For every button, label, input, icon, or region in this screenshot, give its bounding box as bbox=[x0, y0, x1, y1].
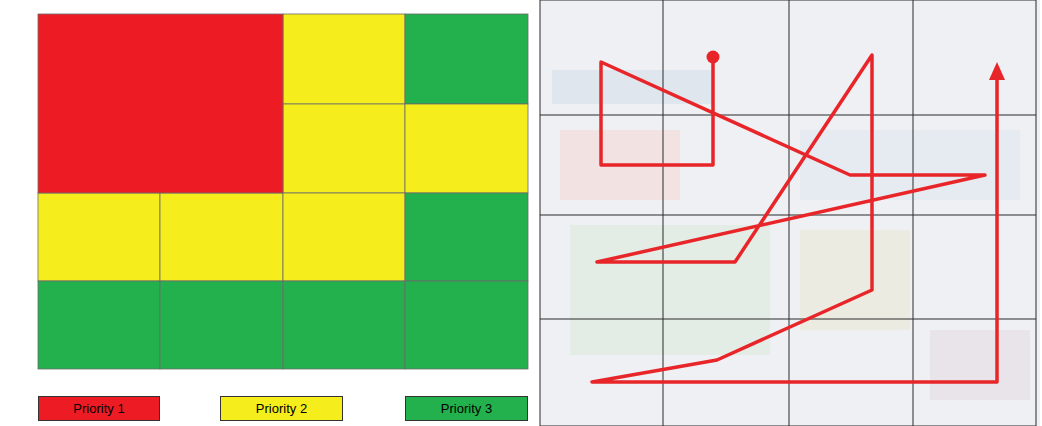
legend-label: Priority 3 bbox=[441, 401, 492, 416]
legend-swatch: Priority 2 bbox=[220, 396, 343, 421]
legend-swatch: Priority 3 bbox=[405, 396, 528, 421]
eye-path bbox=[592, 51, 1005, 383]
legend-label: Priority 2 bbox=[256, 401, 307, 416]
legend-swatch: Priority 1 bbox=[38, 396, 160, 421]
priority-grid bbox=[38, 14, 528, 369]
scanned-page bbox=[540, 0, 1040, 426]
page-grid bbox=[540, 0, 1036, 426]
legend-label: Priority 1 bbox=[73, 401, 124, 416]
